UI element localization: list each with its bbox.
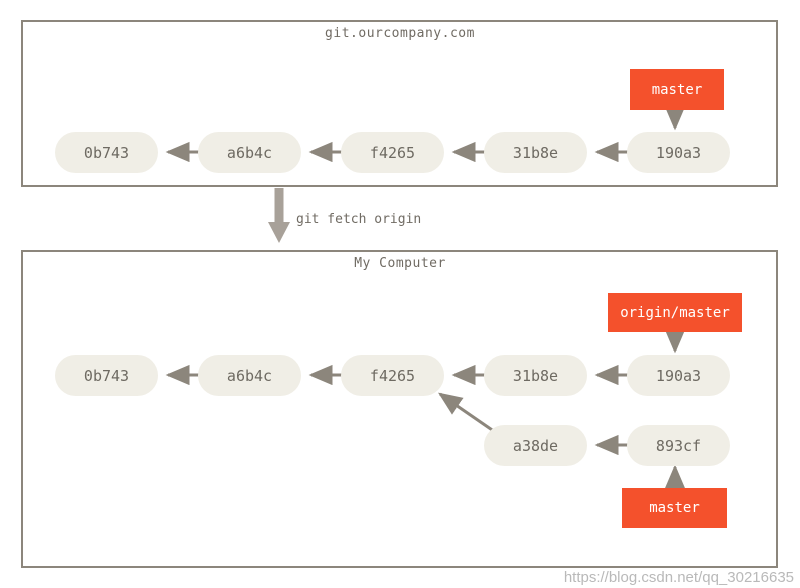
commit-node-local-a38de[interactable]: a38de <box>484 425 587 466</box>
commit-node-local-893cf[interactable]: 893cf <box>627 425 730 466</box>
commit-node-remote-f4265[interactable]: f4265 <box>341 132 444 173</box>
commit-node-local-f4265[interactable]: f4265 <box>341 355 444 396</box>
commit-node-remote-a6b4c[interactable]: a6b4c <box>198 132 301 173</box>
remote-panel-title: git.ourcompany.com <box>325 26 475 41</box>
commit-node-remote-190a3[interactable]: 190a3 <box>627 132 730 173</box>
watermark-text: https://blog.csdn.net/qq_30216635 <box>563 569 794 586</box>
fetch-arrow <box>268 188 290 243</box>
commit-node-local-a6b4c[interactable]: a6b4c <box>198 355 301 396</box>
commit-node-remote-0b743[interactable]: 0b743 <box>55 132 158 173</box>
local-panel <box>21 250 778 568</box>
ref-label-local-origin-master[interactable]: origin/master <box>608 293 742 332</box>
local-panel-title: My Computer <box>354 256 446 271</box>
ref-label-local-master[interactable]: master <box>622 488 727 528</box>
ref-label-remote-master[interactable]: master <box>630 69 724 110</box>
fetch-command-label: git fetch origin <box>296 212 422 227</box>
remote-panel <box>21 20 778 187</box>
commit-node-local-31b8e[interactable]: 31b8e <box>484 355 587 396</box>
commit-node-local-190a3[interactable]: 190a3 <box>627 355 730 396</box>
commit-node-local-0b743[interactable]: 0b743 <box>55 355 158 396</box>
commit-node-remote-31b8e[interactable]: 31b8e <box>484 132 587 173</box>
